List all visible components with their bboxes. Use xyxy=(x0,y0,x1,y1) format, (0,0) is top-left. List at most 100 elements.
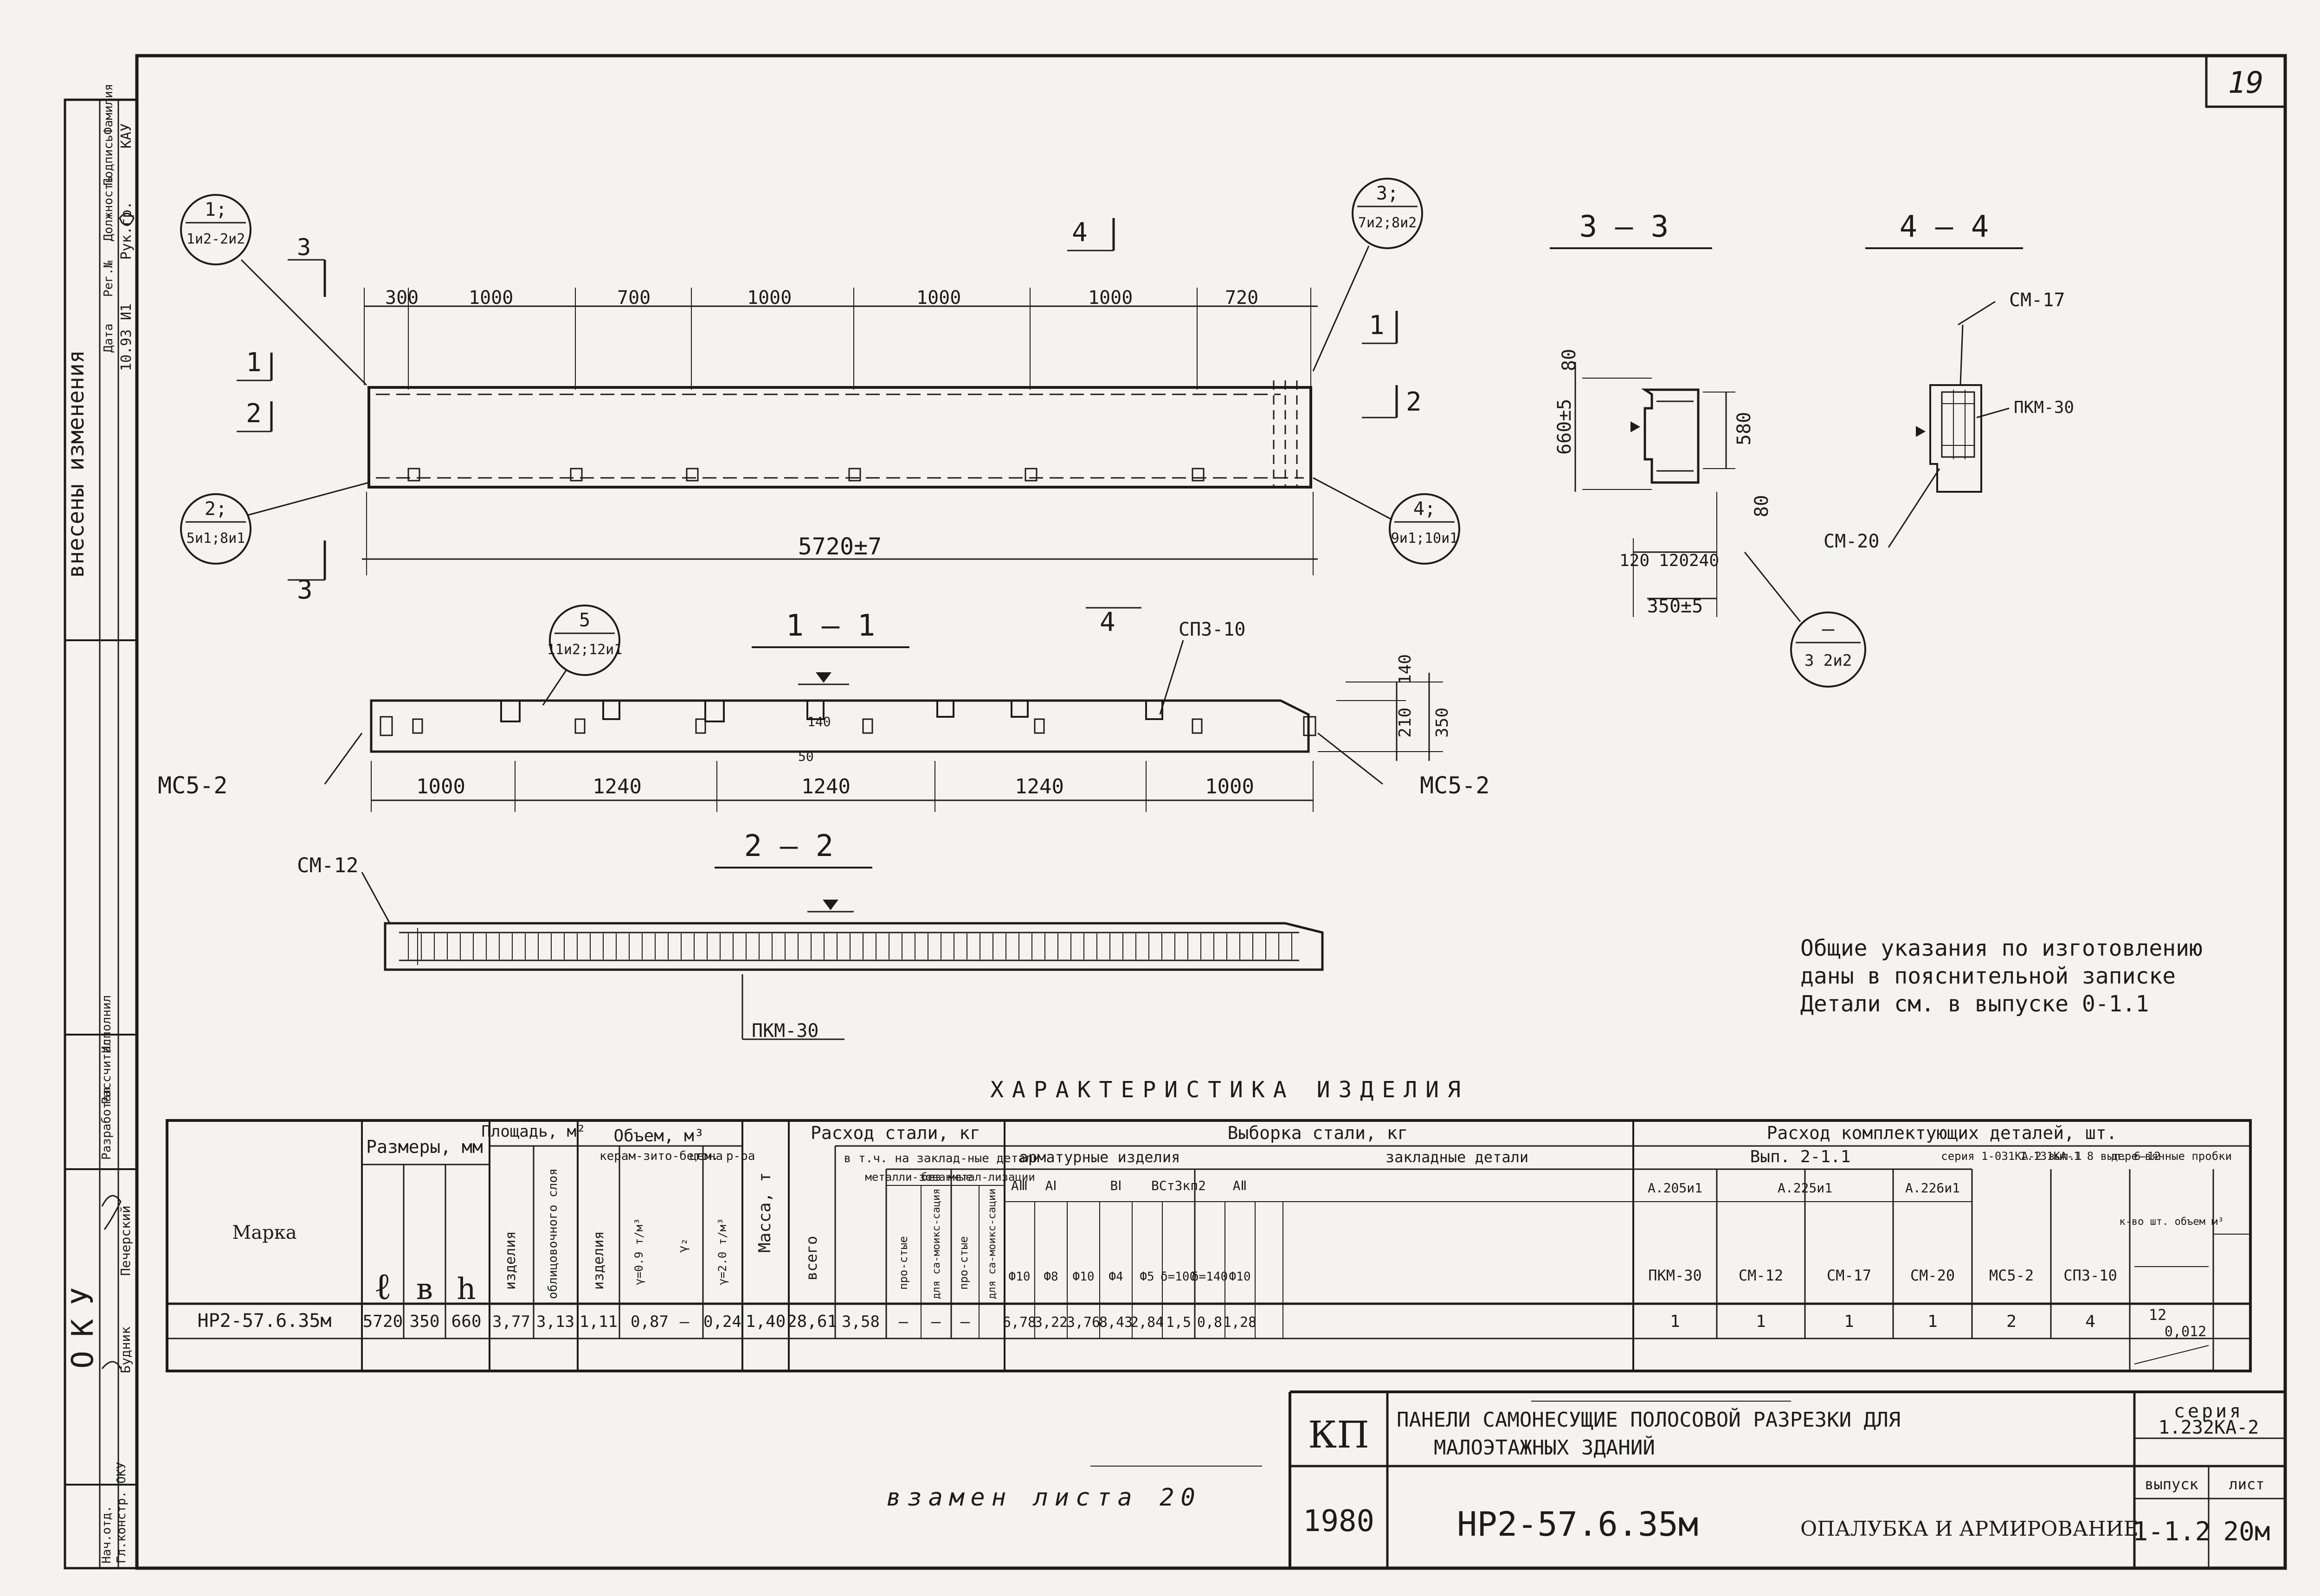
s33-dim-580: 580 xyxy=(1734,412,1755,445)
cut-4-middle: 4 xyxy=(1100,607,1115,637)
tb-year: 1980 xyxy=(1303,1504,1374,1538)
parts-group-2: А.226и1 xyxy=(1905,1180,1960,1196)
steel-class-7: АⅡ xyxy=(1233,1178,1247,1193)
th-arm: арматурные изделия xyxy=(1019,1148,1180,1166)
steel-diam-4: Ф5 xyxy=(1140,1270,1154,1284)
section-2-2-profile xyxy=(361,872,1324,1040)
th-der: дере-вянные пробки xyxy=(2111,1150,2232,1163)
stamp-name-1: Печерский xyxy=(118,1205,133,1276)
characteristics-table-grid xyxy=(166,1119,2252,1372)
parts-col-0: ПКМ-30 xyxy=(1648,1267,1702,1284)
tb-title-line1: ПАНЕЛИ САМОНЕСУЩИЕ ПОЛОСОВОЙ РАЗРЕЗКИ ДЛ… xyxy=(1397,1407,1901,1432)
callout-4-ref: 9и1;10и1 xyxy=(1391,530,1458,547)
td-vol-c: 0,24 xyxy=(703,1313,741,1331)
steel-value-5: 1,5 xyxy=(1166,1314,1191,1331)
note-line-2: даны в пояснительной записке xyxy=(1800,963,2176,989)
callout-4-num: 4; xyxy=(1413,498,1436,520)
changes-date: 10.93 xyxy=(118,329,135,371)
parts-col-4: МС5-2 xyxy=(1989,1267,2034,1284)
section-4-4-profile xyxy=(1888,301,2010,548)
steel-diam-2: Ф10 xyxy=(1073,1270,1095,1284)
parts-col-2: СМ-17 xyxy=(1827,1267,1871,1284)
steel-value-0: 6,78 xyxy=(1003,1314,1036,1331)
s11-label-mc52-left: МС5-2 xyxy=(158,772,228,799)
steel-diam-6: δ=140 xyxy=(1192,1270,1228,1284)
changes-signature xyxy=(119,212,135,226)
tb-mark: НР2-57.6.35м xyxy=(1457,1505,1698,1544)
th-metal: металли-зованные xyxy=(865,1171,972,1184)
section-2-2-rebar-ticks xyxy=(408,933,1292,959)
steel-diam-3: Ф4 xyxy=(1108,1270,1123,1284)
s11-rdim-350: 350 xyxy=(1433,708,1452,738)
s11-rdim-140: 140 xyxy=(1396,654,1415,684)
steel-diam-7: Ф10 xyxy=(1229,1270,1251,1284)
th-zakl: закладные детали xyxy=(1386,1148,1528,1166)
panel-elevation xyxy=(180,178,1460,581)
parts-value-2: 1 xyxy=(1844,1312,1854,1331)
elev-dim-6: 1000 xyxy=(1088,287,1133,309)
section-1-1-title: 1 — 1 xyxy=(786,609,876,643)
cut-3-top: 3 xyxy=(297,234,311,261)
replace-note: взамен листа 20 xyxy=(886,1484,1202,1512)
steel-diam-0: Ф10 xyxy=(1009,1270,1031,1284)
td-area-izd: 3,77 xyxy=(492,1313,530,1331)
changes-header-position: Должность xyxy=(102,176,116,241)
section-3-3-profile xyxy=(1574,362,1866,688)
stamp-role-developed: Разработал xyxy=(100,1087,114,1160)
callout-2-num: 2; xyxy=(205,498,227,520)
th-vyb: Выборка стали, кг xyxy=(1228,1123,1408,1143)
cut-4-top: 4 xyxy=(1072,218,1088,248)
title-block-grid xyxy=(1090,1390,2285,1568)
s11-dim-2: 1240 xyxy=(593,775,642,798)
elev-dim-5: 1000 xyxy=(916,287,961,309)
section-2-2-title: 2 — 2 xyxy=(744,829,834,863)
s11-label-spz10: СПЗ-10 xyxy=(1179,619,1246,640)
stamp-role-head: Нач.отд. xyxy=(100,1506,114,1564)
parts-value-3: 1 xyxy=(1927,1312,1938,1331)
parts-value-5: 4 xyxy=(2085,1312,2095,1331)
elev-dim-3: 700 xyxy=(617,287,651,309)
cut-3-bottom: 3 xyxy=(297,575,313,605)
tb-list: 20м xyxy=(2223,1517,2270,1547)
td-vol-izd: 1,11 xyxy=(580,1313,618,1331)
td-mass: 1,40 xyxy=(746,1312,786,1331)
th-vyp: Вып. 2-1.1 xyxy=(1750,1147,1851,1166)
stamp-name-2: Будник xyxy=(118,1326,133,1373)
steel-value-2: 3,76 xyxy=(1067,1314,1100,1331)
cut-1-right: 1 xyxy=(1369,310,1385,341)
th-sam1: для са-моикс-сация xyxy=(931,1189,942,1299)
s11-dim-4: 1240 xyxy=(1015,775,1064,798)
tb-seria: 1.232КА-2 xyxy=(2159,1417,2259,1438)
tb-list-label: лист xyxy=(2229,1475,2264,1493)
th-plug-head: к-во шт. объем м³ xyxy=(2119,1216,2223,1228)
s11-dim-1: 1000 xyxy=(416,775,465,798)
tb-kp: КП xyxy=(1308,1413,1369,1456)
section-1-1-profile xyxy=(324,605,1443,812)
changes-position: Рук.гр. xyxy=(118,201,135,260)
s44-label-cm20: СМ-20 xyxy=(1824,531,1879,552)
th-keram: керам-зито-бетона xyxy=(599,1149,723,1163)
th-vsego: всего xyxy=(803,1236,820,1281)
td-marka: НР2-57.6.35м xyxy=(198,1310,332,1332)
cut-2-left: 2 xyxy=(246,399,262,429)
th-sub-k2: γ₂ xyxy=(676,1238,690,1253)
th-sub-b: в xyxy=(416,1272,433,1306)
callout-3-ref: 7и2;8и2 xyxy=(1358,215,1417,231)
th-series1: серия 1-031КА-2 вып.1 xyxy=(1941,1150,2082,1163)
th-sub-h: h xyxy=(457,1272,476,1306)
th-area: Площадь, м² xyxy=(481,1122,586,1141)
parts-value-0: 1 xyxy=(1670,1312,1680,1331)
elev-overall-dim: 5720±7 xyxy=(798,533,882,560)
elev-dim-1: 300 xyxy=(385,287,419,309)
stamp-role-executed: Исполнил xyxy=(100,995,114,1053)
steel-value-3: 8,43 xyxy=(1099,1314,1133,1331)
changes-header-sign: Подпись xyxy=(102,135,116,186)
callout-1-ref: 1и2-2и2 xyxy=(187,231,245,247)
cut-2-right: 2 xyxy=(1406,387,1422,417)
s11-label-mc52-right: МС5-2 xyxy=(1420,772,1490,799)
s33-callout-ref: 3 2и2 xyxy=(1804,651,1852,670)
th-steel: Расход стали, кг xyxy=(811,1123,980,1143)
s33-dim-240: 240 xyxy=(1689,551,1719,570)
steel-class-1: АⅠ xyxy=(1045,1178,1057,1193)
